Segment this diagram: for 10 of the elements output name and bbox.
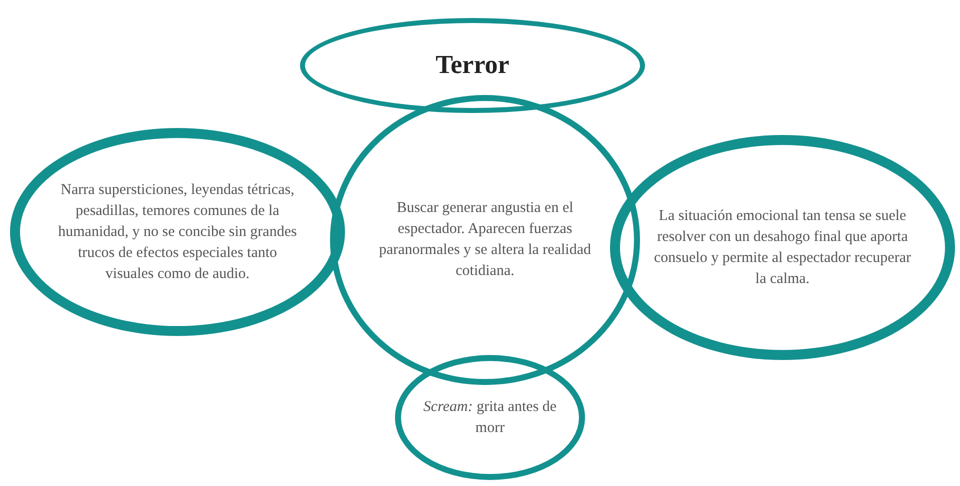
title-text: Terror: [434, 49, 510, 82]
text-ellipse: [10, 128, 345, 336]
ellipse-text: La situación emocional tan tensa se suele resolver con un desahogo final que aporta consuelo y permite al espectador recuperar la calma.: [653, 206, 912, 288]
ellipse-text: Narra supersticiones, leyendas tétricas, pesadillas, temores comunes de la humanidad, y no se concibe sin grandes trucos de efectos especiales tanto visuales como de audio.: [58, 180, 298, 284]
text-ellipse: [395, 355, 585, 480]
text-ellipse: [330, 95, 640, 385]
text-ellipse: [610, 135, 955, 360]
ellipse-text: Buscar generar angustia en el espectador. Aparecen fuerzas paranormales y se altera la realidad cotidiana.: [378, 199, 592, 281]
title-ellipse: [300, 18, 645, 113]
ellipse-text: Scream: grita antes de morr: [422, 398, 558, 438]
